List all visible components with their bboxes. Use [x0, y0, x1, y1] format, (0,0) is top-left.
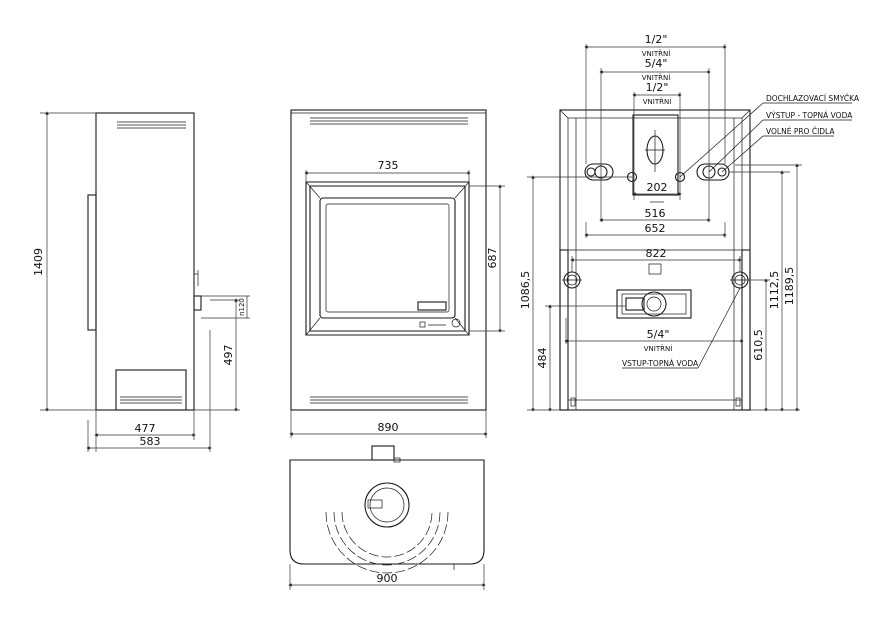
top-arcs	[325, 511, 449, 574]
dim-front-window-height: 687	[486, 248, 499, 269]
rear-lbl-top-2: VNITŘNÍ	[642, 73, 671, 82]
rear-lower-connections	[562, 271, 750, 289]
callout-cooling-loop: DOCHLAZOVACÍ SMYČKA	[766, 94, 860, 103]
front-body	[290, 109, 487, 411]
front-bottom-vents	[310, 396, 468, 404]
side-view: 1409 n120 497 477 583	[32, 111, 250, 452]
front-glass	[319, 197, 456, 319]
dim-side-depth-total: 583	[140, 435, 161, 448]
side-connection-stub	[193, 295, 202, 311]
top-flue-circle	[364, 482, 410, 528]
rear-leg-left	[559, 249, 569, 411]
callout-heating-inlet: VSTUP-TOPNÁ VODA	[622, 359, 699, 368]
top-body	[289, 459, 485, 565]
dim-side-depth-inner: 477	[135, 422, 156, 435]
dim-side-height: 1409	[32, 248, 45, 276]
rear-dim-202: 202	[647, 181, 668, 194]
rear-dim-484: 484	[536, 348, 549, 369]
rear-callouts: DOCHLAZOVACÍ SMYČKA VÝSTUP - TOPNÁ VODA …	[622, 94, 860, 369]
callout-sensor-free: VOLNÉ PRO ČIDLA	[766, 127, 835, 136]
dim-top-width: 900	[377, 572, 398, 585]
dim-front-window-width: 735	[378, 159, 399, 172]
front-top-vents	[310, 117, 468, 125]
rear-dim-1086: 1086,5	[519, 271, 532, 310]
front-view: 735 687 890	[289, 109, 505, 438]
rear-dim-1189: 1189,5	[783, 267, 796, 306]
front-handle	[417, 301, 447, 311]
rear-dim-1112: 1112,5	[768, 271, 781, 310]
top-flue-stub	[371, 445, 395, 461]
rear-dim-610: 610,5	[752, 329, 765, 361]
top-view: 900	[288, 445, 486, 590]
side-bottom-box	[115, 369, 187, 411]
rear-dim-top-3: 1/2"	[646, 81, 669, 94]
rear-lower-fitting	[616, 289, 692, 319]
rear-view: 1/2" VNITŘNÍ 5/4" VNITŘNÍ 1/2" VNITŘNÍ 2…	[519, 33, 860, 412]
dim-side-connection: 497	[222, 345, 235, 366]
side-top-vents	[117, 121, 186, 129]
side-door-profile	[87, 194, 97, 331]
rear-lbl-top-1: VNITŘNÍ	[642, 49, 671, 58]
rear-lbl-bottom: VNITŘNÍ	[644, 344, 673, 353]
rear-dim-bottom: 5/4"	[647, 328, 670, 341]
dim-front-width: 890	[378, 421, 399, 434]
rear-dim-822: 822	[646, 247, 667, 260]
callout-heating-outlet: VÝSTUP - TOPNÁ VODA	[766, 111, 853, 120]
rear-upper-connections	[584, 163, 730, 183]
rear-lbl-top-3: VNITŘNÍ	[643, 97, 672, 106]
dim-side-offset: n120	[238, 298, 246, 316]
side-body	[95, 112, 195, 411]
rear-dim-516: 516	[645, 207, 666, 220]
rear-dim-top-2: 5/4"	[645, 57, 668, 70]
rear-dim-top-1: 1/2"	[645, 33, 668, 46]
rear-dim-652: 652	[645, 222, 666, 235]
front-logo-icon	[451, 318, 461, 328]
